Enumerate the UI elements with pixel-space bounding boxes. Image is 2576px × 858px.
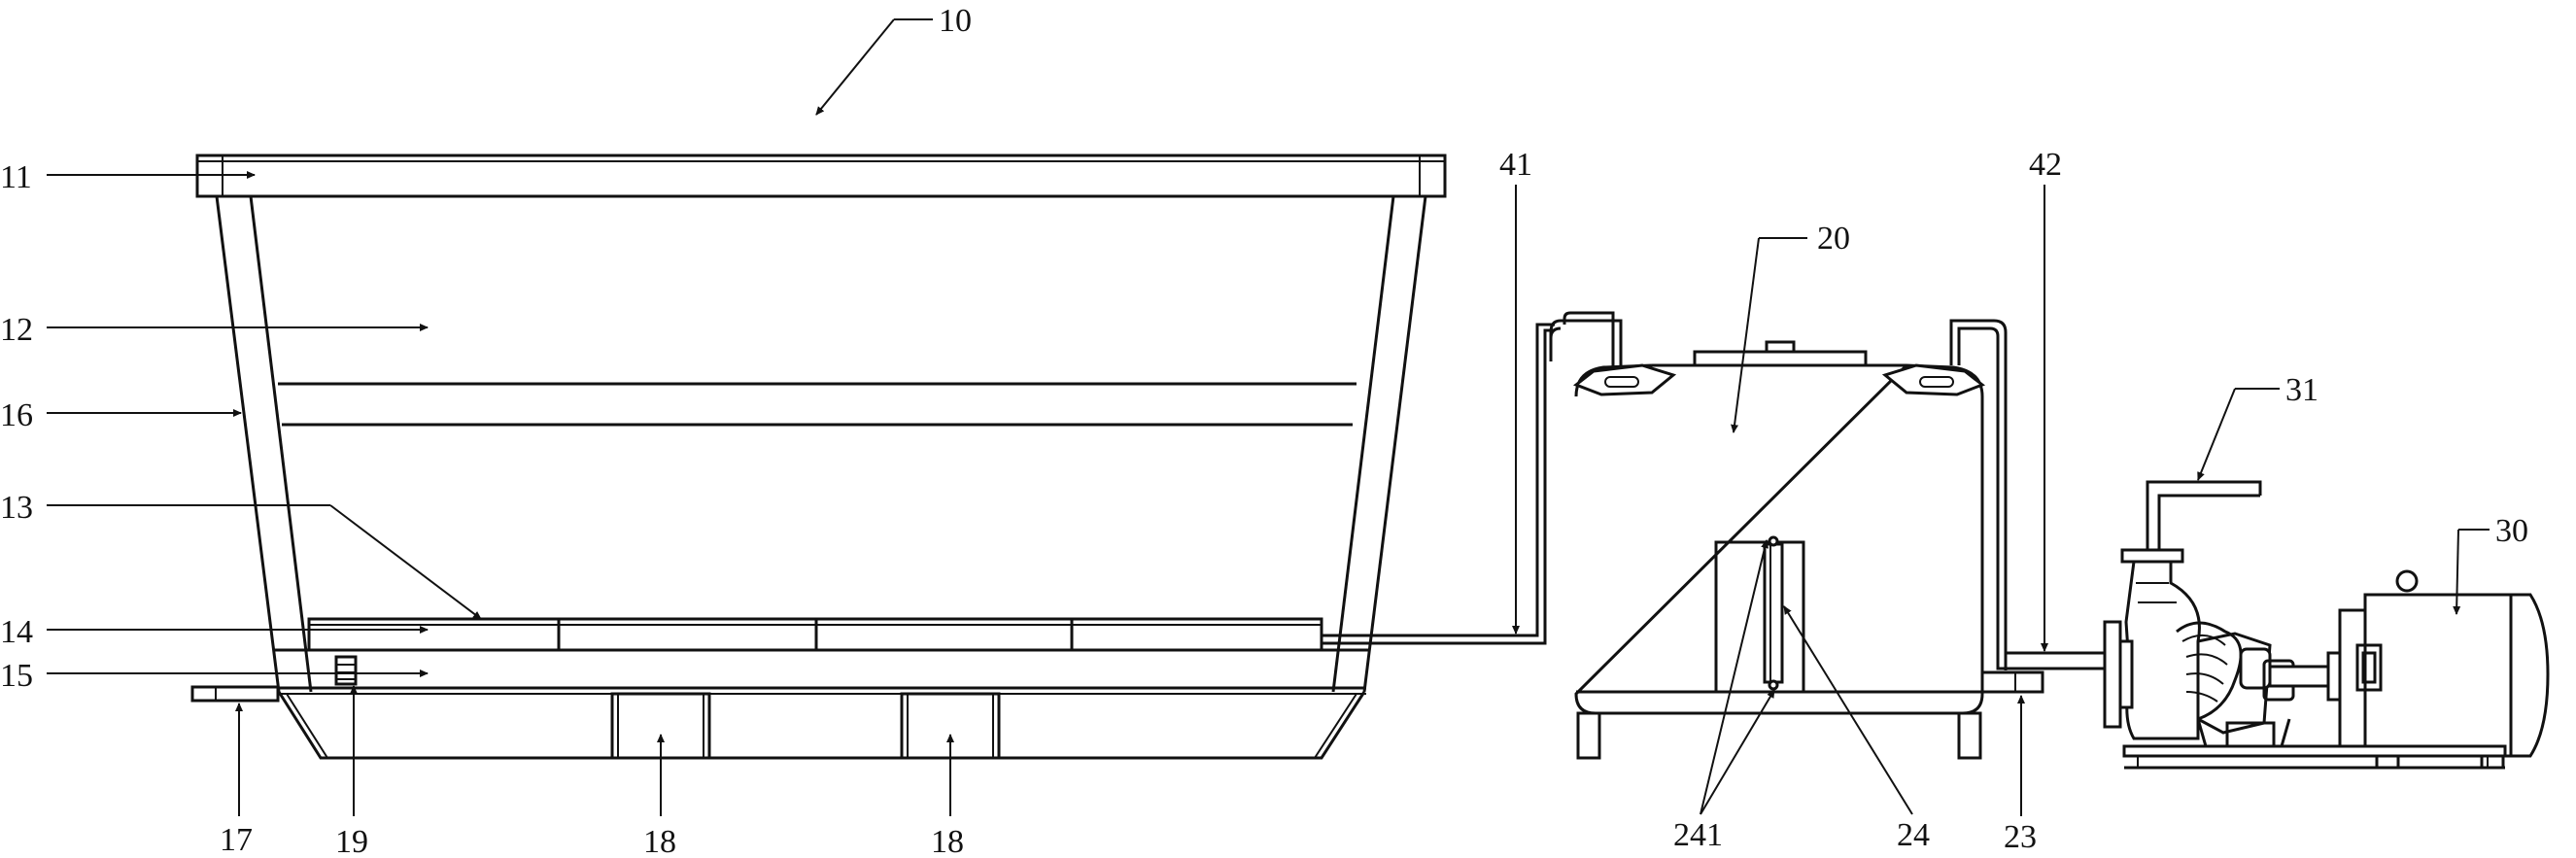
discharge-pipe xyxy=(2146,480,2262,554)
label-14: 14 xyxy=(0,614,33,650)
baseplate xyxy=(2122,744,2507,758)
suction-flange xyxy=(2103,620,2122,729)
label-13: 13 xyxy=(0,490,33,526)
label-10: 10 xyxy=(939,3,972,39)
leader-lines xyxy=(47,18,2490,816)
bracket-right xyxy=(1881,363,1986,396)
lifting-eye xyxy=(2395,569,2419,593)
vessel-20 xyxy=(1549,311,2044,760)
left-wall xyxy=(215,195,281,693)
right-wall xyxy=(1362,195,1427,693)
label-15: 15 xyxy=(0,658,33,694)
reference-labels: 10 11 12 16 13 14 15 17 19 18 18 41 20 4… xyxy=(0,3,2528,858)
shaft xyxy=(2268,665,2330,688)
label-23: 23 xyxy=(2004,819,2037,855)
leg-right xyxy=(1957,711,1982,760)
label-24: 24 xyxy=(1897,817,1930,853)
pipe-42 xyxy=(2004,651,2105,665)
motor-body xyxy=(2363,593,2513,758)
label-31: 31 xyxy=(2285,372,2318,408)
vessel-body xyxy=(1574,363,1984,715)
outlet-23 xyxy=(1980,670,2044,694)
drain-outlet xyxy=(190,685,280,703)
base-frame xyxy=(277,691,1366,760)
pump-casing xyxy=(2124,560,2201,740)
discharge-flange xyxy=(2120,548,2184,564)
label-16: 16 xyxy=(0,397,33,433)
tank-assembly xyxy=(190,154,1447,760)
lid xyxy=(1693,350,1868,367)
pump-assembly xyxy=(2103,480,2550,770)
label-42: 42 xyxy=(2029,147,2062,183)
label-18-right: 18 xyxy=(931,824,964,858)
label-30: 30 xyxy=(2495,513,2528,549)
sensor-panel xyxy=(1714,540,1805,694)
lid-knob xyxy=(1765,340,1796,354)
label-18-left: 18 xyxy=(643,824,676,858)
label-20: 20 xyxy=(1817,221,1850,257)
pipe-41 xyxy=(1322,328,1555,645)
label-17: 17 xyxy=(220,822,253,858)
label-41: 41 xyxy=(1499,147,1532,183)
sensor-element xyxy=(1763,542,1784,684)
label-19: 19 xyxy=(335,824,368,858)
coupling xyxy=(2326,651,2342,702)
label-12: 12 xyxy=(0,312,33,348)
leg-left xyxy=(1576,711,1601,760)
bracket-left xyxy=(1572,363,1677,396)
label-11: 11 xyxy=(0,159,32,195)
label-241: 241 xyxy=(1673,817,1723,853)
